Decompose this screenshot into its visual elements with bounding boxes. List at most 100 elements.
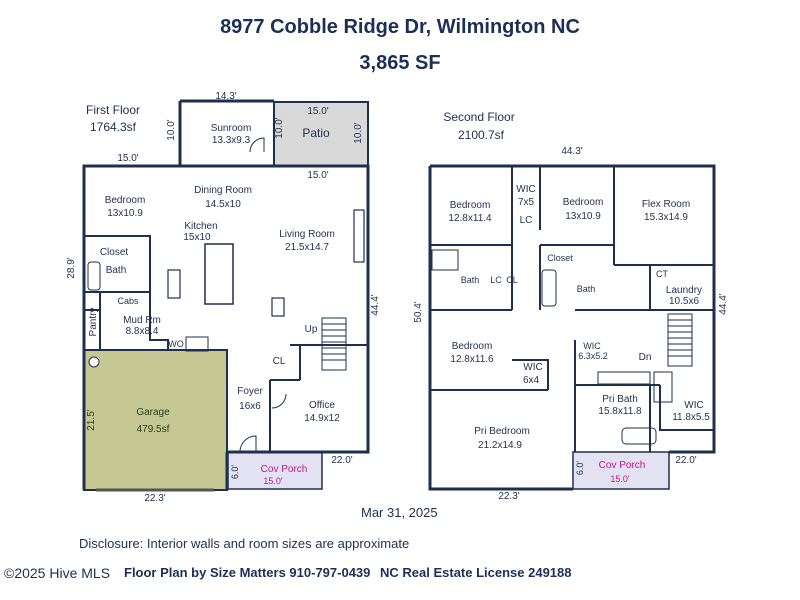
room-dim: 15.8x11.8 <box>598 406 642 417</box>
door-swing <box>271 393 287 409</box>
room-dim: 15x10 <box>183 232 211 243</box>
date-label: Mar 31, 2025 <box>361 505 438 520</box>
room-label: Bedroom <box>450 200 491 211</box>
garage-area: 479.5sf <box>137 424 170 435</box>
room-label: Flex Room <box>642 199 690 210</box>
room-label: Pri Bath <box>602 394 638 405</box>
room-label: Foyer <box>237 386 263 397</box>
washer-fixture <box>185 336 209 352</box>
dim-label: 50.4' <box>413 301 424 322</box>
dim-label: 22.0' <box>675 455 696 466</box>
room-label: WIC <box>583 341 601 351</box>
room-label: WIC <box>523 362 542 373</box>
room-label: WO <box>168 339 184 349</box>
column-fixture <box>271 297 285 317</box>
room-label: Up <box>305 324 318 335</box>
room-label: Living Room <box>279 229 335 240</box>
room-label: Closet <box>100 247 129 258</box>
garage-label: Garage <box>136 407 170 418</box>
interior-walls-2 <box>430 166 714 452</box>
stairs-up <box>321 317 347 371</box>
room-dim: 13x10.9 <box>107 208 143 219</box>
tub-fixture-2 <box>541 269 557 307</box>
room-label: Cabs <box>117 296 139 306</box>
dim-label: 22.0' <box>331 455 352 466</box>
room-dim: 6.3x5.2 <box>578 351 608 361</box>
room-label: Sunroom <box>211 123 252 134</box>
second-floor-labels: Second Floor 2100.7sf 44.3' 50.4' 44.4' … <box>413 110 729 502</box>
dim-label: 44.3' <box>561 146 582 157</box>
room-dim: 13x10.9 <box>565 211 601 222</box>
room-label: Dining Room <box>194 185 252 196</box>
room-label: LC <box>490 275 502 285</box>
second-floor-title: Second Floor <box>443 110 514 124</box>
range <box>167 269 181 299</box>
tub-fixture-3 <box>621 427 657 445</box>
room-label: CT <box>656 269 668 279</box>
room-label: Bath <box>577 284 596 294</box>
stairs-down <box>667 313 693 367</box>
credit-label: Floor Plan by Size Matters 910-797-0439 <box>124 565 371 580</box>
door-swing <box>249 137 265 153</box>
cov-porch-label: Cov Porch <box>261 464 308 475</box>
room-label: Bath <box>106 265 127 276</box>
dim-label: 15.0' <box>307 170 328 181</box>
dim-label: 15.0' <box>263 476 283 486</box>
room-label: CL <box>273 356 286 367</box>
room-dim: 11.8x5.5 <box>672 412 710 423</box>
room-dim: 21.2x14.9 <box>478 440 522 451</box>
room-label: WIC <box>516 184 535 195</box>
room-label: Closet <box>547 253 573 263</box>
room-dim: 6x4 <box>523 375 540 386</box>
room-label: Mud Rm <box>123 315 161 326</box>
room-label: Patio <box>302 126 330 140</box>
room-dim: 7x5 <box>518 197 535 208</box>
dim-label: 44.4' <box>370 294 381 315</box>
dim-label: 10.0' <box>353 122 364 143</box>
dim-label: 10.0' <box>274 117 285 138</box>
garage-area <box>83 349 228 491</box>
first-floor-labels: First Floor 1764.3sf 14.3' 15.0' 10.0' 1… <box>66 91 381 504</box>
dim-label: 6.0' <box>230 465 240 480</box>
first-floor-area: 1764.3sf <box>90 120 137 134</box>
door-swing <box>239 435 257 453</box>
shower-fixture-2 <box>653 371 673 403</box>
dim-label: 15.0' <box>307 106 328 117</box>
second-floor <box>428 164 716 491</box>
room-label: Pantry <box>88 308 99 337</box>
room-label: Dn <box>639 352 652 363</box>
room-dim: 14.9x12 <box>304 413 340 424</box>
disclosure-label: Disclosure: Interior walls and room size… <box>79 536 410 551</box>
dim-label: 6.0' <box>575 461 585 476</box>
room-label: Laundry <box>666 285 702 296</box>
dim-label: 44.4' <box>718 293 729 314</box>
first-floor-title: First Floor <box>86 103 140 117</box>
room-dim: 13.3x9.3 <box>212 135 251 146</box>
room-label: CL <box>506 275 518 285</box>
room-dim: 12.8x11.4 <box>448 213 492 224</box>
dim-label: 22.3' <box>498 491 519 502</box>
room-label: Bedroom <box>452 341 493 352</box>
dim-label: 15.0' <box>117 153 138 164</box>
room-dim: 15.3x14.9 <box>644 212 688 223</box>
dim-label: 22.3' <box>144 493 165 504</box>
room-dim: 12.8x11.6 <box>450 354 494 365</box>
room-dim: 14.5x10 <box>205 199 241 210</box>
room-label: WIC <box>684 400 703 411</box>
address-title: 8977 Cobble Ridge Dr, Wilmington NC <box>220 16 580 38</box>
kitchen-island <box>204 243 234 305</box>
room-dim: 16x6 <box>239 401 261 412</box>
cov-porch-label-2: Cov Porch <box>599 460 646 471</box>
dim-label: 15.0' <box>610 474 630 484</box>
room-label: Bedroom <box>563 197 604 208</box>
dim-label: 10.0' <box>166 119 177 140</box>
room-label: Kitchen <box>184 221 217 232</box>
cov-porch-area <box>227 451 323 490</box>
exterior-walls <box>82 99 370 490</box>
second-floor-area: 2100.7sf <box>458 128 505 142</box>
dim-label: 28.9' <box>66 257 77 278</box>
room-label: LC <box>520 215 533 226</box>
cov-porch-area-2 <box>572 451 670 490</box>
room-label: Bath <box>461 275 480 285</box>
